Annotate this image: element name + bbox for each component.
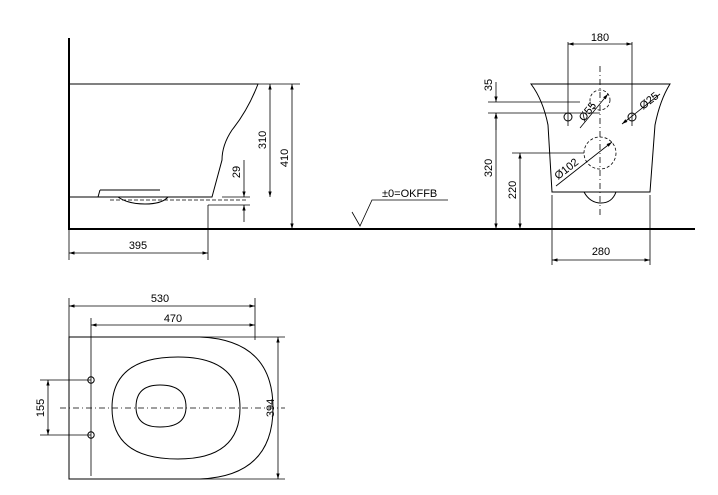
dim-395-label: 395 <box>129 240 147 252</box>
datum-symbol <box>351 199 448 227</box>
dim-d25-label: Ø25 <box>637 90 661 112</box>
inlet-circle <box>589 89 611 111</box>
dim-310-label: 310 <box>257 131 269 149</box>
dim-29-label: 29 <box>231 166 243 178</box>
dim-220-label: 220 <box>507 181 519 199</box>
outlet-circle <box>583 136 617 170</box>
dim-530-label: 530 <box>151 293 169 305</box>
dim-35-label: 35 <box>483 79 495 91</box>
front-view: 180 35 320 220 Ø25 Ø55 Ø102 280 <box>483 32 671 265</box>
dim-280-label: 280 <box>592 246 610 258</box>
bowl-base-recess <box>97 189 160 198</box>
outlet-pipe <box>117 196 169 205</box>
dim-394-label: 394 <box>265 399 277 417</box>
dim-320-label: 320 <box>483 159 495 177</box>
bowl-front-outline <box>530 83 671 193</box>
dim-410-label: 410 <box>279 149 291 167</box>
leader-d102 <box>555 141 613 187</box>
side-view: 410 310 29 395 ±0=OKFFB <box>68 38 448 260</box>
leader-d25 <box>621 93 661 125</box>
datum-label: ±0=OKFFB <box>382 188 437 200</box>
outlet-shape <box>583 191 617 204</box>
dim-180-label: 180 <box>591 32 609 44</box>
dim-155-label: 155 <box>35 399 47 417</box>
plan-view: 530 470 155 394 <box>35 293 285 480</box>
dim-470-label: 470 <box>164 313 182 325</box>
dim-d55-label: Ø55 <box>577 100 599 124</box>
seat-outline <box>111 356 241 460</box>
bowl-side-outline <box>69 83 259 198</box>
leader-d55 <box>579 93 609 129</box>
bowl-opening <box>135 384 187 428</box>
